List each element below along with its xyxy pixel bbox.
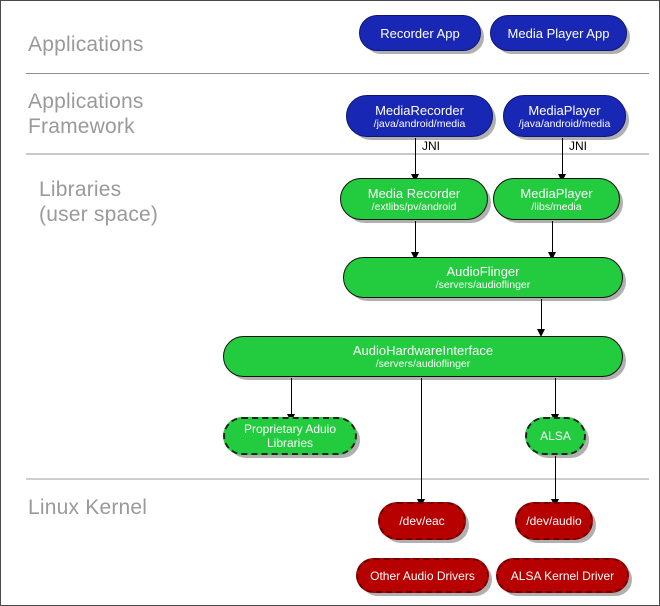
connector-ahi-to-proprietary-libraries bbox=[291, 378, 292, 416]
arrowhead-audioflinger-to-audiohardwareinterface bbox=[537, 329, 545, 337]
node-title: MediaPlayer bbox=[520, 185, 593, 201]
node-title: Recorder App bbox=[380, 25, 460, 41]
node-audioflinger[interactable]: AudioFlinger /servers/audioflinger bbox=[343, 257, 623, 298]
connector-mediaplayer-to-audioflinger bbox=[552, 221, 553, 254]
node-title: MediaRecorder bbox=[375, 102, 464, 118]
node-alsa-kernel-driver[interactable]: ALSA Kernel Driver bbox=[496, 558, 629, 593]
connector-ahi-to-dev-eac bbox=[421, 378, 422, 501]
node-other-audio-drivers[interactable]: Other Audio Drivers bbox=[356, 558, 489, 593]
node-audiohardwareinterface[interactable]: AudioHardwareInterface /servers/audiofli… bbox=[223, 336, 623, 377]
node-subtitle: /libs/media bbox=[531, 200, 582, 213]
node-title: AudioHardwareInterface bbox=[352, 343, 494, 358]
node-media-player-app[interactable]: Media Player App bbox=[490, 15, 627, 51]
connector-mediaplayer-jni bbox=[562, 138, 563, 176]
node-title: ALSA bbox=[540, 429, 571, 443]
node-subtitle: /servers/audioflinger bbox=[435, 279, 531, 291]
layer-label-applications: Applications bbox=[28, 33, 144, 56]
layer-label-applications-framework: Applications Framework bbox=[28, 90, 144, 138]
node-mediaplayer-lib[interactable]: MediaPlayer /libs/media bbox=[493, 178, 620, 220]
connector-mediarecorder-jni bbox=[415, 138, 416, 176]
node-alsa[interactable]: ALSA bbox=[525, 417, 586, 455]
node-title: Proprietary Aduio Libraries bbox=[243, 422, 337, 450]
connector-ahi-to-alsa bbox=[555, 378, 556, 416]
node-title: Other Audio Drivers bbox=[370, 568, 475, 583]
node-dev-audio[interactable]: /dev/audio bbox=[515, 502, 593, 540]
node-dev-eac[interactable]: /dev/eac bbox=[378, 502, 466, 540]
node-title: /dev/audio bbox=[526, 514, 582, 528]
arrowhead-media-recorder-to-audioflinger bbox=[411, 252, 419, 260]
node-subtitle: /servers/audioflinger bbox=[375, 358, 471, 370]
layer-label-libraries: Libraries (user space) bbox=[39, 178, 159, 226]
node-title: MediaPlayer bbox=[528, 102, 601, 118]
node-proprietary-audio-libraries[interactable]: Proprietary Aduio Libraries bbox=[223, 417, 357, 455]
node-title: Media Recorder bbox=[367, 185, 461, 201]
node-title: ALSA Kernel Driver bbox=[510, 568, 615, 583]
divider-applications-framework bbox=[26, 153, 649, 155]
connector-media-recorder-to-audioflinger bbox=[415, 221, 416, 254]
node-title: AudioFlinger bbox=[446, 264, 520, 279]
node-mediaplayer-framework[interactable]: MediaPlayer /java/android/media bbox=[503, 95, 626, 137]
node-subtitle: /extlibs/pv/android bbox=[371, 200, 457, 213]
node-recorder-app[interactable]: Recorder App bbox=[359, 15, 481, 51]
connector-alsa-to-dev-audio bbox=[555, 456, 556, 501]
edge-label-jni-player: JNI bbox=[569, 139, 587, 153]
node-subtitle: /java/android/media bbox=[373, 117, 466, 130]
edge-label-jni-recorder: JNI bbox=[422, 139, 440, 153]
connector-audioflinger-to-audiohardwareinterface bbox=[541, 299, 542, 331]
node-subtitle: /java/android/media bbox=[518, 117, 611, 130]
arrowhead-mediaplayer-to-audioflinger bbox=[548, 252, 556, 260]
layer-label-linux-kernel: Linux Kernel bbox=[28, 496, 148, 519]
divider-linux-kernel bbox=[26, 478, 649, 480]
node-mediarecorder-framework[interactable]: MediaRecorder /java/android/media bbox=[346, 95, 493, 137]
node-title: Media Player App bbox=[507, 25, 610, 41]
node-title: /dev/eac bbox=[399, 514, 445, 528]
divider-applications bbox=[26, 73, 649, 74]
node-media-recorder-lib[interactable]: Media Recorder /extlibs/pv/android bbox=[340, 178, 488, 220]
